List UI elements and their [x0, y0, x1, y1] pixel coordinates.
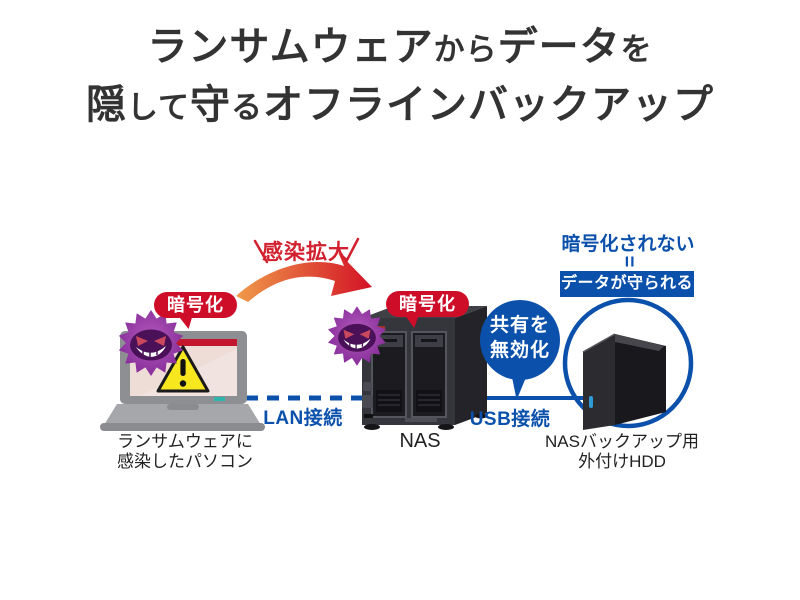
encryption-bubble-nas: 暗号化 — [386, 291, 469, 317]
infection-spread-label: 感染拡大 — [262, 241, 350, 264]
equals-sign: = — [617, 255, 640, 268]
not-encrypted-label: 暗号化されない — [561, 234, 695, 255]
pc-caption: ランサムウェアに 感染したパソコン — [117, 432, 253, 472]
virus-monster-icon-pc — [118, 310, 184, 376]
data-protected-label: データが守られる — [560, 271, 694, 297]
share-disable-line2: 無効化 — [489, 339, 550, 361]
laptop-power-led — [214, 397, 225, 401]
spread-slash-right — [344, 237, 360, 264]
hdd-illustration — [582, 333, 666, 430]
lan-connection-label: LAN接続 — [263, 408, 343, 429]
title-line-2: 隠して守るオフラインバックアップ — [85, 83, 715, 127]
share-disable-line1: 共有を — [489, 315, 550, 336]
encryption-bubble-pc: 暗号化 — [154, 292, 237, 318]
hdd-led — [589, 396, 593, 408]
spread-slash-left — [253, 239, 269, 264]
ransom-alert-bar — [130, 339, 237, 346]
virus-monster-icon-nas — [328, 306, 386, 366]
protection-circle — [562, 297, 694, 429]
share-disable-bubble: 共有を 無効化 — [480, 300, 560, 380]
nas-caption: NAS — [399, 430, 441, 452]
infection-spread-arrow — [236, 252, 372, 302]
hdd-caption: NASバックアップ用 外付けHDD — [545, 432, 699, 472]
page-title: ランサムウェアからデータを 隠して守るオフラインバックアップ — [0, 18, 800, 134]
nas-drive-bays — [371, 331, 447, 418]
usb-connection-label: USB接続 — [469, 409, 551, 430]
warning-triangle-icon — [156, 345, 210, 393]
title-line-1: ランサムウェアからデータを — [147, 25, 653, 69]
